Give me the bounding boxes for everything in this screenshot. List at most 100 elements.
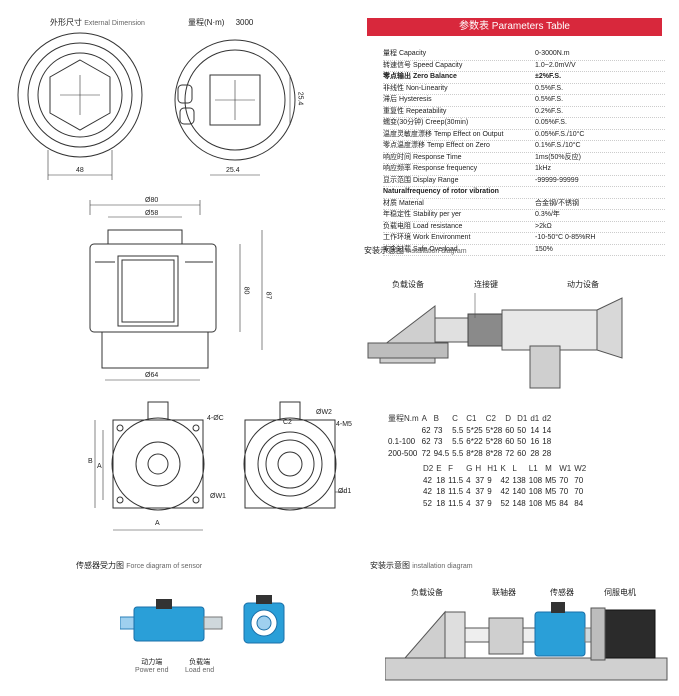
param-name: 转速信号 Speed Capacity [383, 61, 463, 69]
force-title-en: Force diagram of sensor [126, 563, 203, 570]
dims-h2-5: H1 [487, 464, 498, 473]
dims-h2-3: G [466, 464, 473, 473]
table-cell: 18 [436, 498, 446, 508]
table-cell: 60 [517, 448, 527, 458]
param-value: 1kHz [535, 165, 551, 172]
dims-h1-1: A [421, 414, 428, 423]
force-title: 传感器受力图 Force diagram of sensor [76, 560, 202, 571]
param-name: 安全过载 Safe Overload [383, 245, 458, 253]
table-cell: 9 [487, 475, 492, 485]
install2-title: 安装示意图 installation diagram [370, 560, 473, 571]
install2-title-cn: 安装示意图 [370, 561, 410, 570]
dims-h1-8: d1 [530, 414, 540, 423]
param-value: 合金钢/不锈钢 [535, 199, 579, 207]
install2-title-en: installation diagram [412, 563, 473, 570]
force-title-cn: 传感器受力图 [76, 561, 124, 570]
table-cell: 72 [421, 448, 431, 458]
param-value: 0.2%F.S. [535, 107, 564, 115]
table-cell: 42 [500, 487, 510, 496]
install1-load-label: 负载设备 [392, 280, 424, 289]
side-circle-view [174, 39, 296, 176]
table-cell: 72 [505, 448, 515, 458]
dims-h2-7: L [512, 464, 517, 473]
force-load-en: Load end [185, 667, 215, 674]
flange-a-bottom-label: A [155, 520, 160, 527]
param-name: 年稳定性 Stability per yer [383, 211, 462, 218]
param-name: 零点输出 Zero Balance [383, 73, 457, 80]
table-cell: 5*25 [466, 425, 483, 435]
table-cell: 5*28 [485, 437, 503, 446]
param-value: >2kΩ [535, 222, 552, 230]
table-cell: 73 [433, 425, 443, 435]
dims-h2-11: W2 [574, 464, 587, 473]
param-name: 工作环境 Work Environment [383, 234, 471, 241]
table-cell: 52 [500, 498, 510, 508]
table-cell: 140 [512, 487, 526, 496]
dim-87: 87 [264, 291, 272, 300]
table-row: 52 18 11.5 4 37 9 52 148 108 M5 84 84 [420, 498, 586, 510]
table-cell: 28 [530, 448, 540, 458]
force-power-cn: 动力端 [141, 659, 163, 666]
param-value: 0.5%F.S. [535, 96, 564, 103]
table-row: 工作环境 Work Environment-10-50°C 0-85%RH [383, 233, 665, 245]
dim-80: 80 [242, 286, 250, 295]
table-cell: 28 [542, 448, 552, 458]
param-name: 量程 Capacity [383, 50, 427, 57]
dim-phi58: Ø58 [145, 210, 159, 217]
table-cell: 70 [574, 487, 584, 496]
table-cell: 84 [574, 498, 584, 508]
dims-h1-4: C1 [466, 414, 477, 423]
param-name: 重复性 Repeatability [383, 107, 447, 115]
table-cell: 6*22 [466, 437, 483, 446]
dims-h2-6: K [500, 464, 506, 473]
table-cell: 5.5 [452, 425, 464, 435]
param-value: 0.5%F.S. [535, 84, 564, 92]
table-cell: 60 [505, 437, 515, 446]
flange-w1-label: ØW1 [210, 493, 226, 500]
table-row: 62 73 5.5 5*25 5*28 60 50 14 14 [385, 425, 552, 437]
dims-h2-4: H [475, 464, 482, 473]
dim-phi64: Ø64 [145, 372, 159, 379]
dims-table-2-header: D2 E F G H H1 K L L1 M W1 W2 [420, 463, 586, 475]
dim-25-4-horizontal: 25.4 [226, 167, 240, 174]
table-cell: 5.5 [452, 448, 464, 458]
install2-sensor-label: 传感器 [550, 588, 574, 597]
table-cell: 4 [466, 487, 471, 496]
param-name: Naturalfrequency of rotor vibration [383, 188, 499, 195]
param-value: 0.05%F.S. [535, 119, 567, 126]
table-cell: 70 [574, 475, 584, 485]
table-cell: 108 [528, 498, 543, 508]
table-cell: 9 [487, 487, 492, 496]
dims-h1-5: C2 [485, 414, 496, 423]
table-cell: 60 [505, 425, 515, 435]
table-cell: M5 [545, 475, 557, 485]
dims-h2-0: D2 [423, 464, 434, 473]
external-title-cn: 外形尺寸 [50, 18, 82, 27]
dims-h2-9: M [545, 464, 552, 473]
install1-title-en: installation diagram [406, 248, 467, 255]
install1-drawing [367, 293, 623, 389]
dims-h1-9: d2 [542, 414, 552, 423]
table-cell: 52 [423, 498, 432, 508]
install2-servo-label: 伺服电机 [604, 588, 636, 597]
flange-b-label: B [88, 458, 93, 465]
table-cell: 4 [466, 498, 471, 508]
table-cell: 70 [559, 487, 569, 496]
dims-h2-1: E [436, 464, 442, 473]
table-row: Naturalfrequency of rotor vibration [383, 187, 665, 199]
flange-m5-label: 4-M5 [336, 421, 352, 428]
range-label: 量程(N·m) [188, 18, 225, 27]
param-name: 蠕变(30分钟) Creep(30min) [383, 119, 469, 126]
param-value: 1ms(50%反应) [535, 153, 581, 161]
param-name: 非线性 Non-Linearity [383, 84, 448, 92]
dims-h2-10: W1 [559, 464, 572, 473]
param-name: 负载电阻 Load resistance [383, 222, 463, 230]
param-value: 0.05%F.S./10°C [535, 130, 585, 138]
table-row: 显示范围 Display Range-99999-99999 [383, 176, 665, 187]
external-title-en: External Dimension [84, 20, 145, 27]
